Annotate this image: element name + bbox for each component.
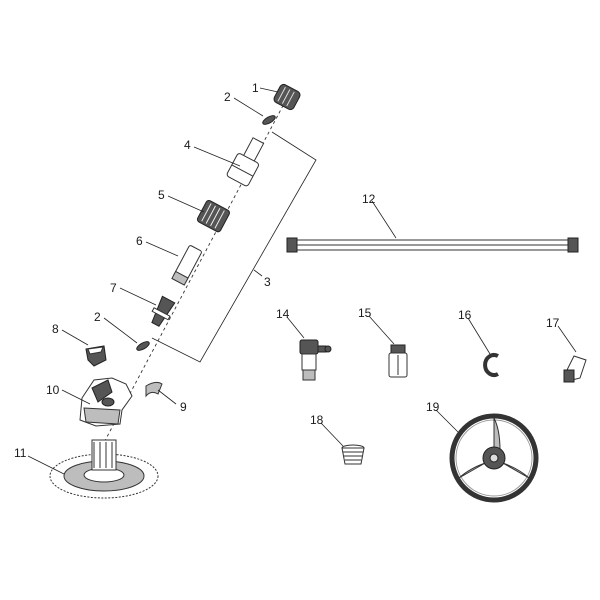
part-14-valve [299,339,332,381]
label-part-18: 18 [310,413,324,427]
hose-bracket-3 [151,131,317,363]
part-2-washer-lower [136,341,150,351]
part-16-c-clip [483,353,499,377]
part-8-cap [85,345,107,367]
label-part-8: 8 [52,322,59,336]
part-15-connector [388,344,408,378]
part-7-nozzle [151,295,176,327]
part-5-ribbed-nut [196,199,231,233]
label-part-2-upper: 2 [224,90,231,104]
label-part-19: 19 [426,400,440,414]
label-part-2-lower: 2 [94,310,101,324]
label-part-3: 3 [264,275,271,289]
part-18-ribbed-fitting [341,444,365,465]
label-part-4: 4 [184,138,191,152]
part-10-cleaner-body [79,377,133,427]
label-part-5: 5 [158,188,165,202]
part-11-disc [49,439,159,499]
part-6-tube-section [171,245,202,286]
part-12-bar [286,237,579,253]
part-19-wheel [449,413,539,503]
label-part-14: 14 [276,307,290,321]
label-part-15: 15 [358,306,372,320]
label-part-9: 9 [180,400,187,414]
part-17-elbow [563,355,587,383]
label-part-1: 1 [252,81,259,95]
label-part-6: 6 [136,234,143,248]
label-part-12: 12 [362,192,376,206]
label-part-17: 17 [546,316,560,330]
label-part-7: 7 [110,281,117,295]
label-part-16: 16 [458,308,472,322]
part-9-flap [145,381,163,398]
label-part-11: 11 [14,446,27,460]
part-1-swivel-cap [273,83,301,111]
part-4-hose-connector [226,137,265,187]
part-2-washer-upper [262,115,276,125]
label-part-10: 10 [46,383,60,397]
